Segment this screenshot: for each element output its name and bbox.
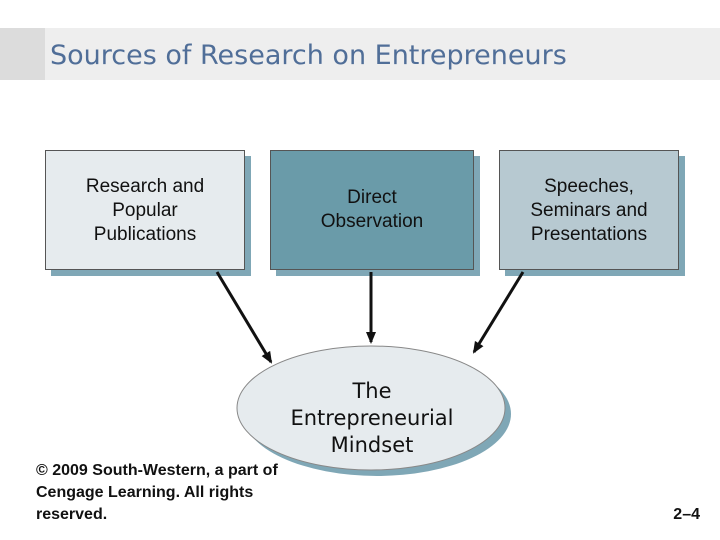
- page-number: 2–4: [673, 506, 700, 523]
- center-ellipse: [236, 345, 506, 471]
- source-box-speeches: Speeches, Seminars and Presentations: [499, 150, 679, 270]
- source-box-publications-label: Research and Popular Publications: [85, 176, 205, 245]
- arrow-speeches-to-mindset: [472, 271, 525, 354]
- source-box-publications: Research and Popular Publications: [45, 150, 245, 270]
- title-bar: [0, 28, 720, 80]
- arrow-publications-to-mindset: [215, 271, 273, 364]
- source-box-speeches-label: Speeches, Seminars and Presentations: [530, 176, 648, 245]
- title-bar-accent: [0, 28, 45, 80]
- copyright-notice: © 2009 South-Western, a part of Cengage …: [36, 462, 278, 523]
- center-ellipse-label: The Entrepreneurial Mindset: [290, 379, 454, 457]
- source-box-observation-label: Direct Observation: [320, 187, 424, 232]
- source-box-observation: Direct Observation: [270, 150, 474, 270]
- slide-title: Sources of Research on Entrepreneurs: [50, 40, 567, 71]
